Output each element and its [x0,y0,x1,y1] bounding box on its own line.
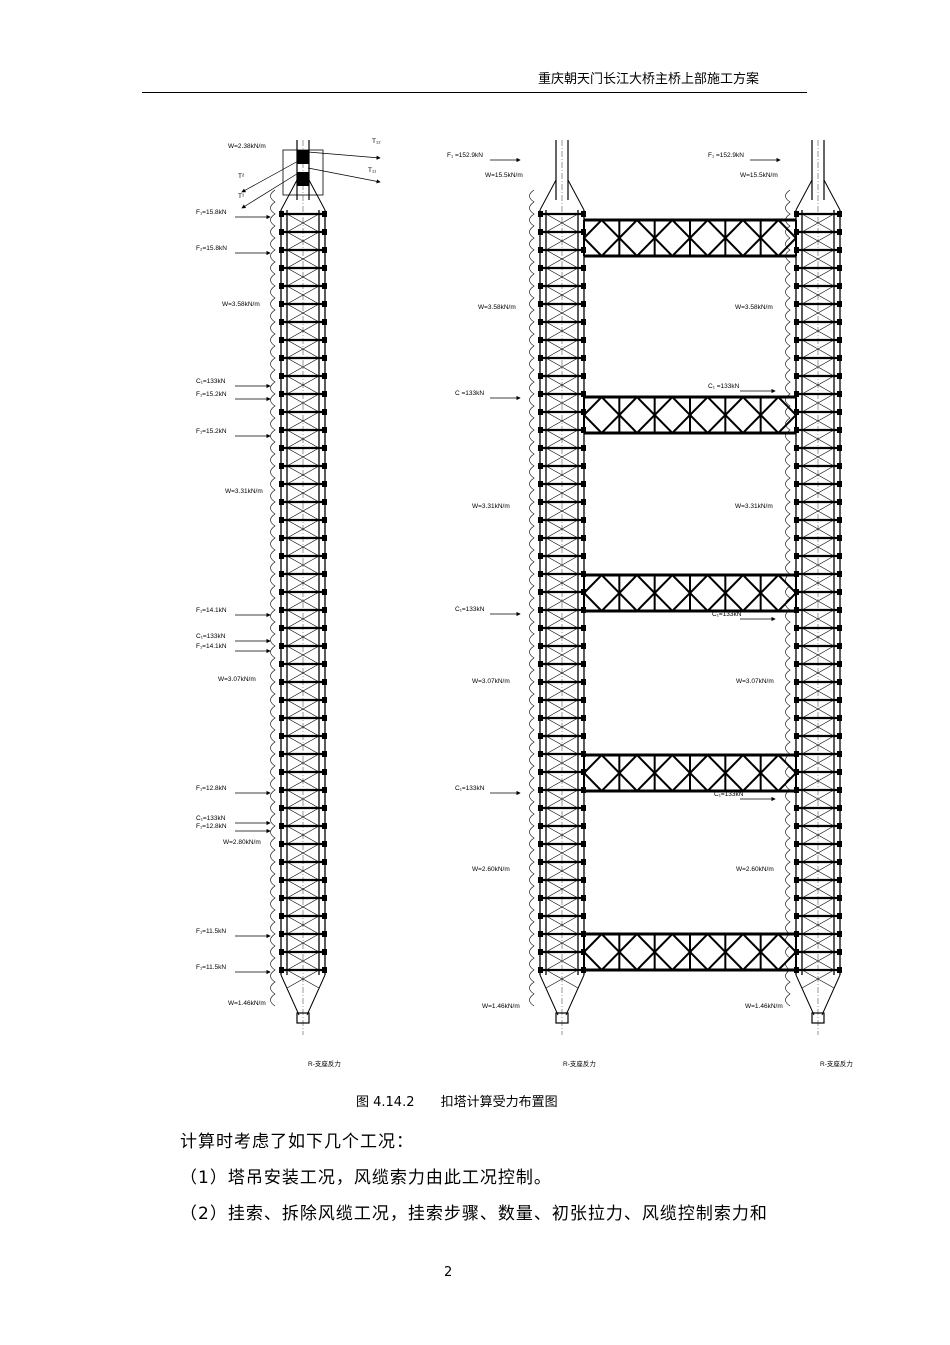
caption-number: 图 4.14.2 [356,1095,415,1110]
left-tower-label: C₁=133kN [196,815,226,822]
left-tower-label: F₁=15.2kN [196,428,227,435]
left-tower-label: F₁=12.8kN [196,823,227,830]
header-rule [142,92,807,93]
left-tower [270,140,327,1035]
right-tower-a-label: R-支座反力 [563,1059,596,1068]
paragraph-item-2: （2）挂索、拆除风缆工况，挂索步骤、数量、初张拉力、风缆控制索力和 [180,1204,768,1224]
right-tower-b-label: R-支座反力 [820,1059,853,1068]
left-tower-label: T₁₁ [368,167,377,174]
cross-truss [582,395,798,435]
caption-text: 扣塔计算受力布置图 [440,1095,558,1110]
left-tower-label: C₁=133kN [196,378,226,385]
right-tower-a-label: C₁=133kN [455,785,485,792]
right-tower-a-label: W=1.46kN/m [482,1003,520,1010]
cross-truss [582,753,798,793]
left-tower-label: T¹ [238,193,245,200]
cross-truss [582,573,798,613]
force-labels: W=2.38kN/m T₁₂ T₁₁ T² T¹ F₁=15.8kN F₂=15.8kN W=… [196,138,853,1068]
cross-truss [582,932,798,972]
right-tower-a-label: W=15.5kN/m [485,172,523,179]
left-tower-label: C₁=133kN [196,633,226,640]
right-tower-b-label: W=3.07kN/m [736,678,774,685]
right-tower-a-label: C =133kN [455,390,484,397]
winch-block [297,150,309,164]
left-tower-label: W=3.31kN/m [225,488,263,495]
right-tower-b-label: C₁=133kN [714,791,744,798]
right-tower-a-label: C₁=133kN [455,606,485,613]
right-tower-b [785,140,842,1035]
winch-block [297,172,309,186]
right-tower-b-label: W=15.5kN/m [740,172,778,179]
left-tower-label: R-支座反力 [308,1059,341,1068]
page-number: 2 [444,1265,453,1280]
left-tower-label: F₁=11.5kN [196,964,226,971]
left-tower-label: F₁=11.5kN [196,928,226,935]
right-tower-b-label: C₁=133kN [712,611,742,618]
right-tower-a-label: W=2.60kN/m [472,866,510,873]
right-tower-b-label: W=1.46kN/m [745,1003,783,1010]
paragraph-intro: 计算时考虑了如下几个工况： [180,1132,414,1152]
left-tower-label: T₁₂ [372,138,381,145]
figure-caption: 图 4.14.2 扣塔计算受力布置图 [356,1091,580,1110]
tower-head-frame [282,149,324,196]
left-tower-label: W=3.07kN/m [218,676,256,683]
left-tower-label: W=2.80kN/m [223,839,261,846]
left-tower-label: F₁=15.8kN [196,209,227,216]
page-header: 重庆朝天门长江大桥主桥上部施工方案 [538,72,760,87]
left-tower-label: F₁=12.8kN [196,785,227,792]
left-tower-label: F₁=15.2kN [196,391,227,398]
right-tower-a [529,140,586,1035]
right-tower-a-label: W=3.58kN/m [478,304,516,311]
right-tower-b-label: F₁ =152.9kN [708,152,744,159]
tower-structures [270,140,842,1035]
left-tower-label: T² [238,173,245,180]
left-tower-label: W=2.38kN/m [228,143,266,150]
left-tower-label: F₂=15.8kN [196,245,227,252]
right-tower-a-label: W=3.07kN/m [472,678,510,685]
right-tower-a-label: W=3.31kN/m [472,503,510,510]
cross-truss [582,218,798,258]
right-tower-a-label: F₁ =152.9kN [447,152,483,159]
left-tower-label: W=1.46kN/m [228,1000,266,1007]
right-tower-b-label: W=2.60kN/m [736,866,774,873]
tower-force-diagram: W=2.38kN/m T₁₂ T₁₁ T² T¹ F₁=15.8kN F₂=15.8kN W=… [196,138,853,1068]
right-tower-b-label: W=3.31kN/m [735,503,773,510]
right-tower-b-label: W=3.58kN/m [735,304,773,311]
paragraph-item-1: （1）塔吊安装工况，风缆索力由此工况控制。 [180,1168,552,1188]
left-tower-label: W=3.58kN/m [222,301,260,308]
left-tower-label: F₁=14.1kN [196,643,227,650]
left-tower-label: F₁=14.1kN [196,607,227,614]
right-tower-b-label: C₁ =133kN [708,383,740,390]
